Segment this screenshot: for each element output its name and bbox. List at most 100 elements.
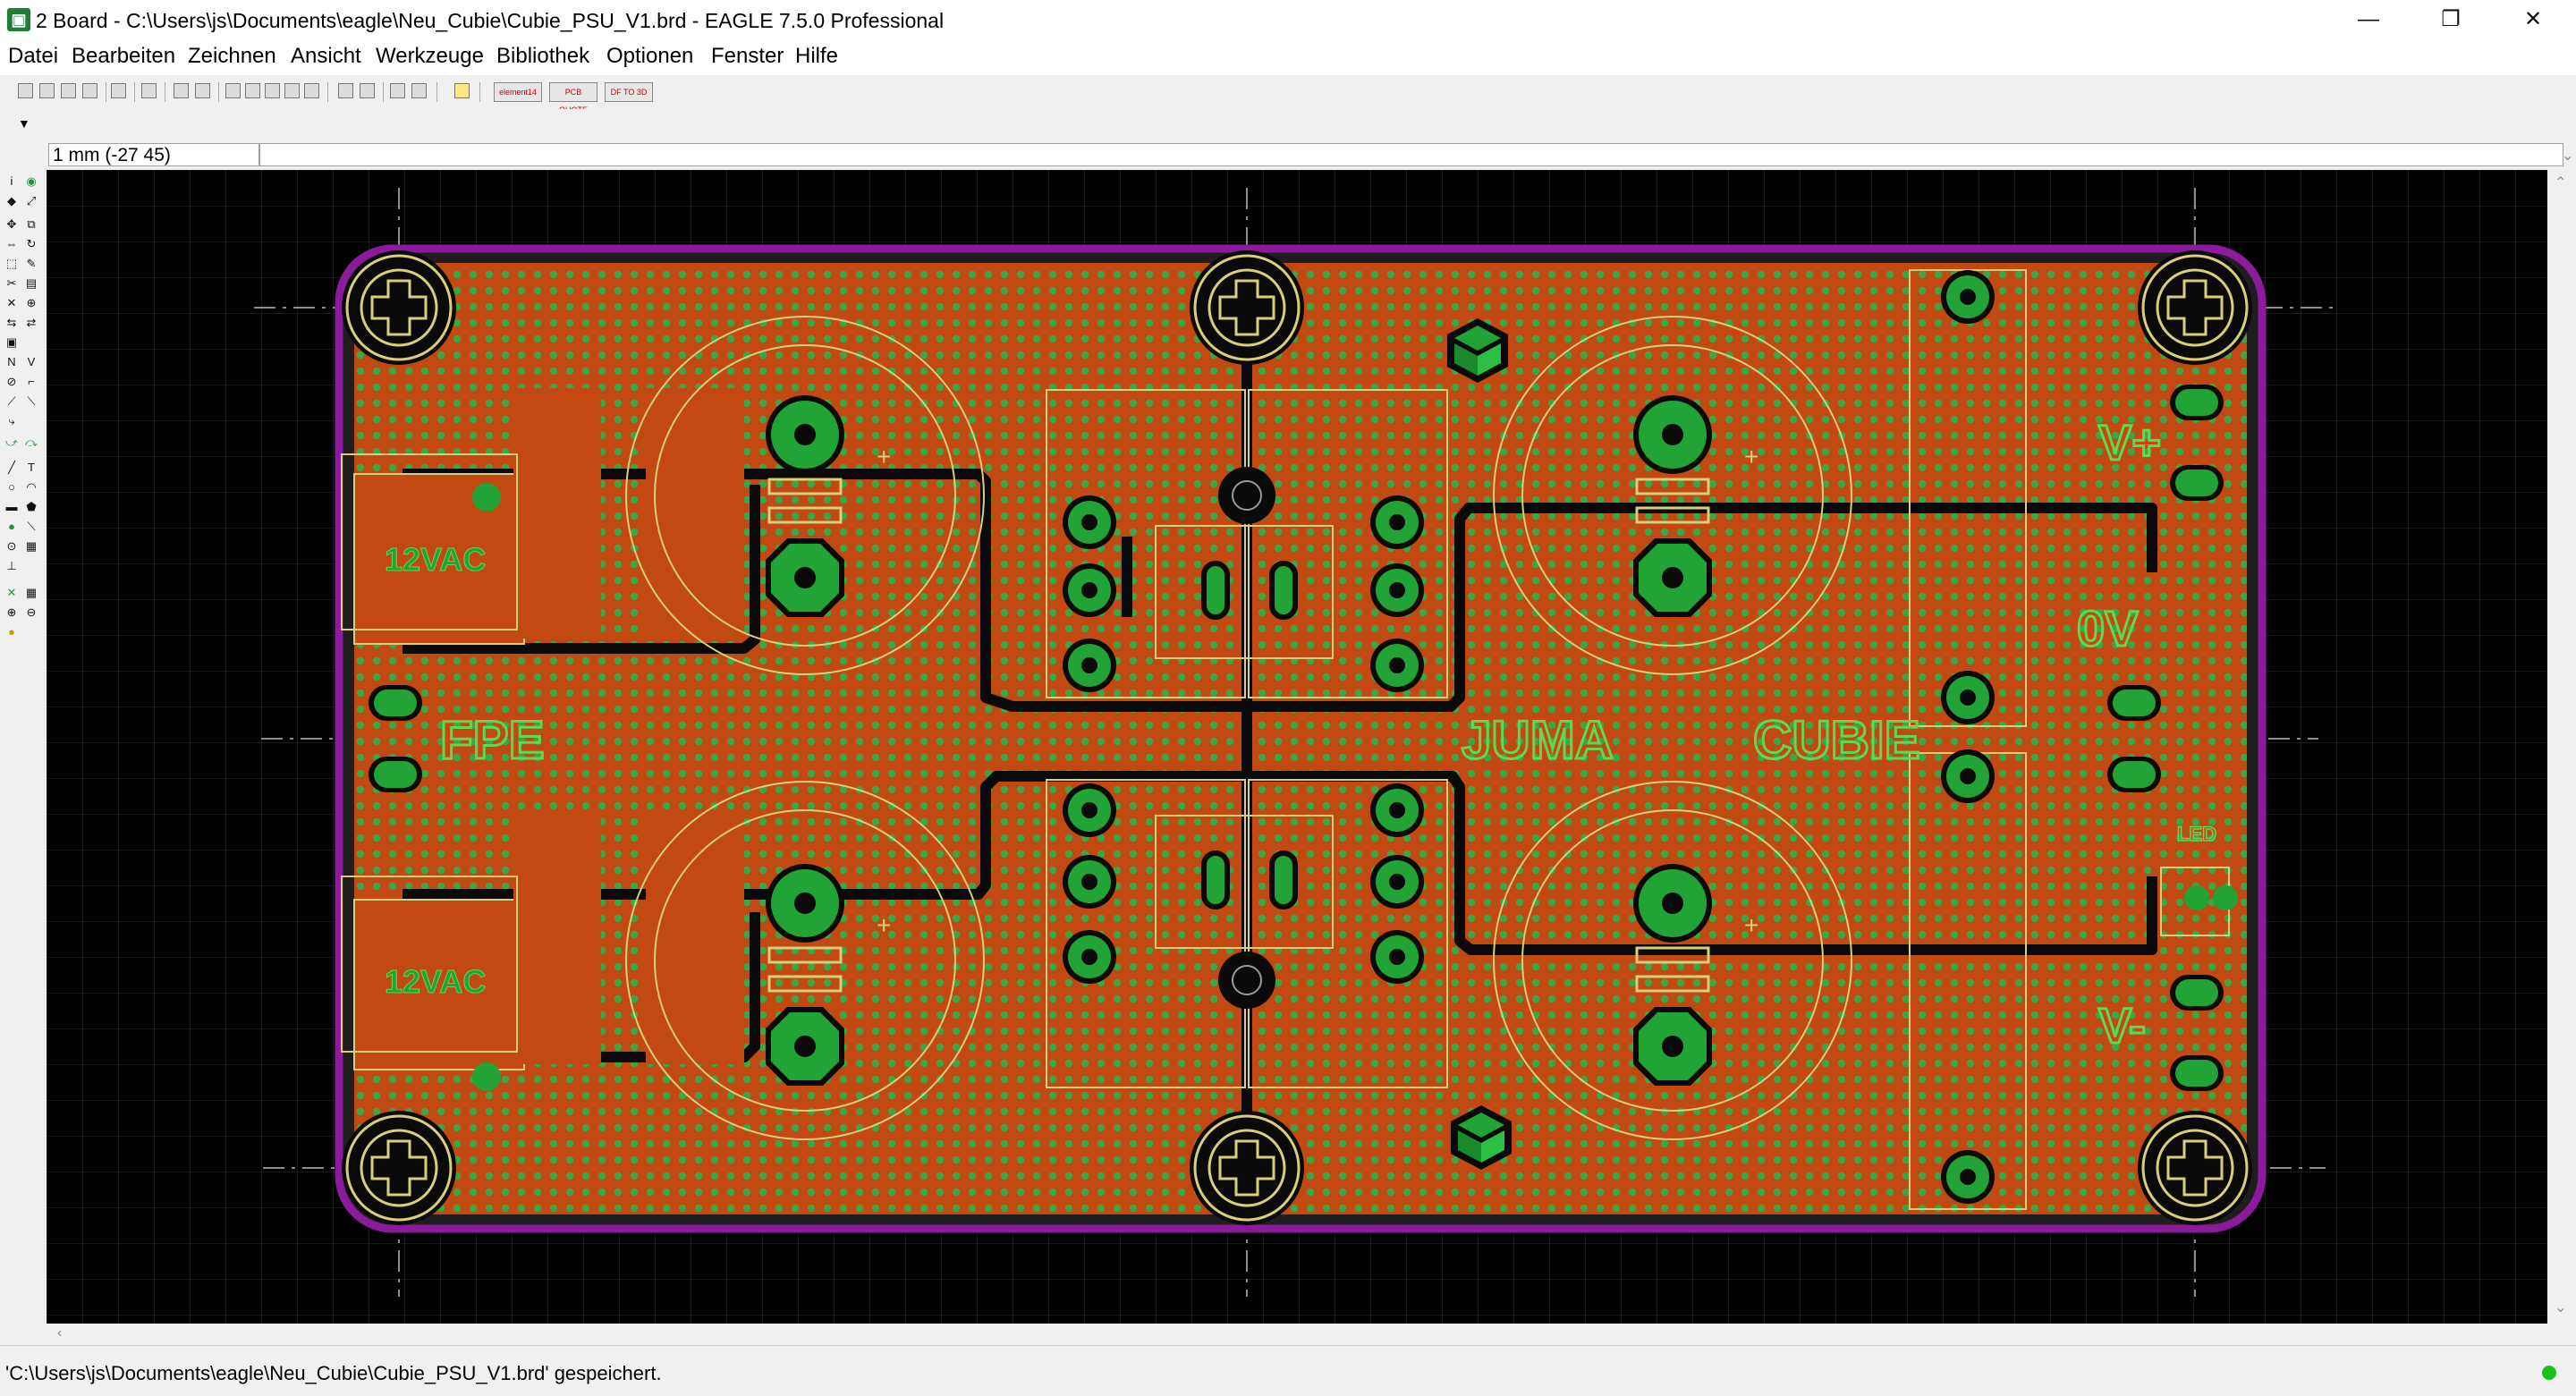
drc-icon[interactable] xyxy=(174,83,189,98)
connector-bottom xyxy=(341,814,744,1070)
menu-bearbeiten[interactable]: Bearbeiten xyxy=(72,44,176,68)
regulator-pads xyxy=(1941,270,1995,1204)
value-icon[interactable]: V xyxy=(27,355,36,368)
delete-icon[interactable]: ✕ xyxy=(6,296,17,309)
move-icon[interactable]: ✥ xyxy=(6,217,17,231)
menu-werkzeuge[interactable]: Werkzeuge xyxy=(376,44,484,68)
cam-icon[interactable] xyxy=(82,83,97,98)
command-input[interactable] xyxy=(259,143,2563,166)
go-icon[interactable] xyxy=(411,83,427,98)
scroll-down-chevron-icon[interactable]: ⌄ xyxy=(2555,1300,2567,1316)
display-icon[interactable]: ◆ xyxy=(7,194,16,207)
polarity-markers xyxy=(767,478,1710,993)
show-icon[interactable]: ◉ xyxy=(26,174,37,188)
save-icon[interactable] xyxy=(39,83,55,98)
info-icon[interactable]: i xyxy=(10,174,13,188)
redo-icon[interactable] xyxy=(360,83,375,98)
zoom-select-icon[interactable] xyxy=(304,83,319,98)
signal-icon[interactable]: ⟍ xyxy=(27,520,36,533)
status-message: 'C:\Users\js\Documents\eagle\Neu_Cubie\C… xyxy=(5,1362,662,1384)
attribute-icon[interactable]: ▦ xyxy=(25,539,38,553)
layer-dropdown-icon[interactable]: ▼ xyxy=(18,116,30,131)
label-fpe: FPE xyxy=(440,710,545,770)
lock-icon[interactable]: ▣ xyxy=(5,335,18,349)
replace-icon[interactable]: ⇄ xyxy=(26,316,37,329)
menu-ansicht[interactable]: Ansicht xyxy=(291,44,361,68)
change-icon[interactable]: ✎ xyxy=(26,257,37,270)
zoom-in-icon[interactable] xyxy=(245,83,260,98)
capacitor-outlines xyxy=(625,316,1852,1140)
undo-icon[interactable] xyxy=(338,83,353,98)
ripup-icon[interactable]: ⤻ xyxy=(5,436,18,449)
split-icon[interactable]: ⟋ xyxy=(7,394,16,408)
minimize-button[interactable]: — xyxy=(2358,7,2379,31)
rotate-icon[interactable]: ↻ xyxy=(26,237,37,250)
erc-icon[interactable] xyxy=(195,83,210,98)
zoom-out-icon[interactable] xyxy=(265,83,280,98)
add-icon[interactable]: ⊕ xyxy=(26,296,37,309)
polygon-icon[interactable]: ⬟ xyxy=(26,500,37,513)
rect-icon[interactable]: ▬ xyxy=(5,500,18,513)
pcb-quote-button[interactable]: PCB QUOTE xyxy=(549,82,597,114)
dimension-icon[interactable]: ⊥ xyxy=(6,559,17,572)
drc-icon[interactable]: ⊕ xyxy=(6,605,17,619)
board-canvas[interactable]: + + + + xyxy=(47,170,2547,1324)
command-history-chevron-icon[interactable]: ⌄ xyxy=(2562,148,2574,164)
via-stitching xyxy=(354,263,2247,1214)
optimize-icon[interactable]: ⟍ xyxy=(27,394,36,408)
pinswap-icon[interactable]: ⇆ xyxy=(6,316,17,329)
connector-top xyxy=(341,388,744,645)
run-ulp-icon[interactable] xyxy=(141,83,157,98)
group-icon[interactable]: ⬚ xyxy=(5,257,18,270)
element14-button[interactable]: element14 xyxy=(494,82,542,102)
open-icon[interactable] xyxy=(18,83,33,98)
menu-bar: Datei Bearbeiten Zeichnen Ansicht Werkze… xyxy=(0,41,2576,75)
autoroute-icon[interactable]: ⤼ xyxy=(25,436,38,449)
menu-hilfe[interactable]: Hilfe xyxy=(795,44,839,68)
zoom-fit-icon[interactable] xyxy=(225,83,241,98)
ratsnest-icon[interactable]: ✕ xyxy=(6,586,17,599)
menu-bibliothek[interactable]: Bibliothek xyxy=(496,44,590,68)
menu-optionen[interactable]: Optionen xyxy=(606,44,694,68)
menu-datei[interactable]: Datei xyxy=(8,44,59,68)
capacitor-pads xyxy=(766,395,1712,1086)
warning-icon[interactable]: ● xyxy=(8,625,15,639)
copy-icon[interactable]: ⧉ xyxy=(27,217,36,231)
horizontal-scrollbar[interactable]: ‹ xyxy=(47,1324,2547,1345)
zoom-redraw-icon[interactable] xyxy=(284,83,300,98)
vertical-scrollbar[interactable]: ⌃ ⌄ xyxy=(2547,170,2576,1324)
pcb-layout[interactable]: + + + + xyxy=(47,170,2547,1324)
output-connector-pads xyxy=(369,385,2238,1091)
smash-icon[interactable]: ⊘ xyxy=(6,375,17,388)
paste-icon[interactable]: ▤ xyxy=(25,276,38,290)
label-vminus: V- xyxy=(2098,997,2146,1053)
scroll-left-chevron-icon[interactable]: ‹ xyxy=(57,1325,63,1341)
hole-icon[interactable]: ⊙ xyxy=(6,539,17,553)
miter-icon[interactable]: ⌐ xyxy=(28,375,35,388)
menu-fenster[interactable]: Fenster xyxy=(711,44,784,68)
name-icon[interactable]: N xyxy=(7,355,16,368)
circle-icon[interactable]: ○ xyxy=(8,480,15,494)
close-button[interactable]: ✕ xyxy=(2523,7,2543,31)
scroll-up-chevron-icon[interactable]: ⌃ xyxy=(2555,175,2567,190)
cut-icon[interactable]: ✂ xyxy=(6,276,17,290)
via-icon[interactable]: ● xyxy=(8,520,15,533)
df-to-3d-button[interactable]: DF TO 3D xyxy=(605,82,653,102)
arc-icon[interactable]: ◠ xyxy=(26,480,37,494)
route-icon[interactable]: ⤷ xyxy=(8,414,15,427)
print-icon[interactable] xyxy=(61,83,76,98)
wire-icon[interactable]: ╱ xyxy=(8,461,15,474)
mark-icon[interactable]: ⤢ xyxy=(26,194,37,207)
stop-icon[interactable] xyxy=(390,83,405,98)
auto-icon[interactable]: ▦ xyxy=(25,586,38,599)
errors-icon[interactable]: ⊖ xyxy=(26,605,37,619)
restore-button[interactable]: ❐ xyxy=(2441,7,2461,31)
script-icon[interactable] xyxy=(111,83,126,98)
status-bar: 'C:\Users\js\Documents\eagle\Neu_Cubie\C… xyxy=(0,1345,2576,1396)
label-vplus: V+ xyxy=(2098,414,2161,470)
text-icon[interactable]: T xyxy=(28,461,35,474)
label-led: LED xyxy=(2177,823,2216,845)
mirror-icon[interactable]: ⇔ xyxy=(5,237,18,250)
help-icon[interactable] xyxy=(454,83,470,98)
menu-zeichnen[interactable]: Zeichnen xyxy=(188,44,276,68)
